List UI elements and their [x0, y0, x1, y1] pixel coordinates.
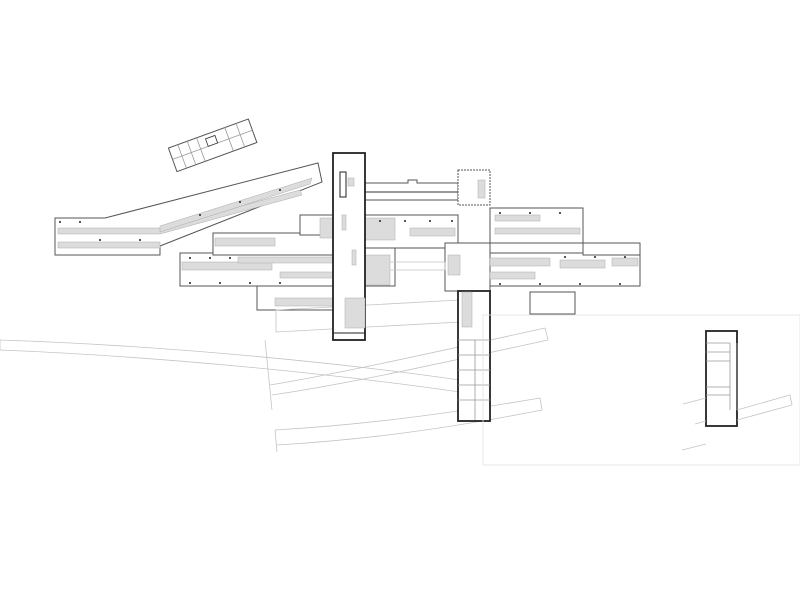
inset-detail: [482, 314, 800, 466]
west-wing: [54, 162, 323, 256]
main-floor: [59, 189, 641, 333]
roads: [0, 327, 549, 453]
north-link: [364, 169, 491, 206]
south-tower: [457, 290, 491, 422]
west-tower: [332, 152, 366, 341]
annex-building: [167, 118, 258, 173]
